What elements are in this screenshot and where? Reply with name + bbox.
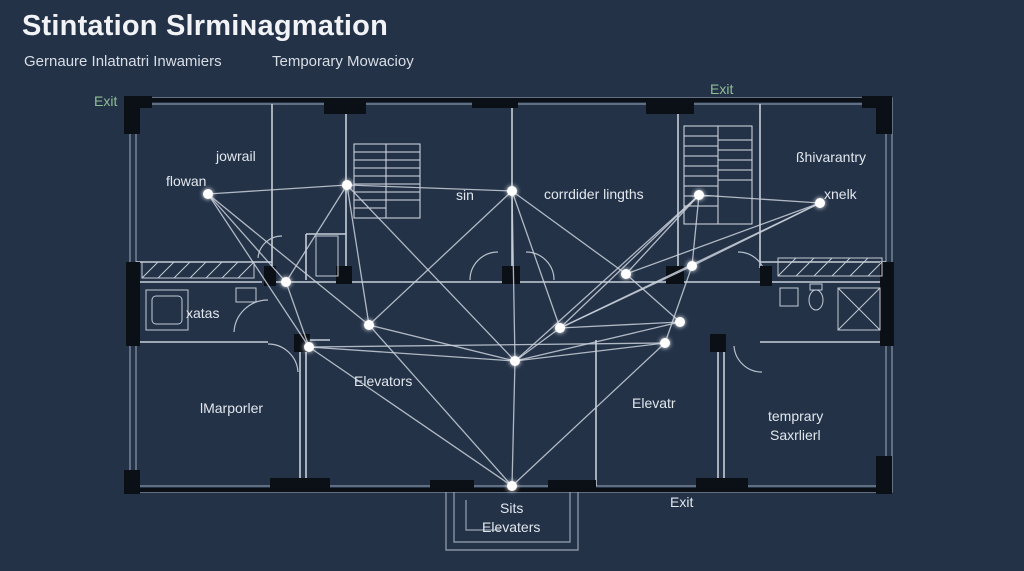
route-edge <box>346 184 513 192</box>
subtitle-left: Gernaure Inlatnatri Inwamiers <box>24 53 222 70</box>
route-edge <box>368 190 513 326</box>
route-edge <box>664 265 693 344</box>
route-edge <box>308 346 513 487</box>
room-label-flowan: flowan <box>166 173 206 189</box>
route-node <box>304 342 314 352</box>
route-edge <box>207 193 287 283</box>
room-label-temprary: temprary <box>768 408 823 424</box>
room-label-elevatr: Elevatr <box>632 395 676 411</box>
route-node <box>675 317 685 327</box>
route-edge <box>511 190 516 362</box>
exit-label-left: Exit <box>94 93 117 109</box>
room-label-elevaters: Elevaters <box>482 519 540 535</box>
route-edge <box>691 194 700 267</box>
stairs-right <box>683 125 753 225</box>
route-edge <box>625 273 681 323</box>
room-label-xnelk: xnelk <box>824 186 858 202</box>
route-edge <box>625 194 700 275</box>
route-edge <box>207 193 370 326</box>
route-node <box>687 261 697 271</box>
route-edge <box>559 265 693 329</box>
route-node <box>555 323 565 333</box>
route-edge <box>368 324 513 487</box>
route-edge <box>285 184 348 283</box>
route-node <box>507 186 517 196</box>
route-edge <box>285 281 310 348</box>
stairs-left <box>353 143 421 219</box>
route-node <box>815 198 825 208</box>
room-label-elevators: Elevators <box>354 373 412 389</box>
route-edge <box>511 190 627 275</box>
route-node <box>364 320 374 330</box>
bottom-stairwell <box>445 492 579 551</box>
route-edge <box>514 342 666 362</box>
exit-label-top: Exit <box>710 81 733 97</box>
room-label-marporler: lMarporler <box>200 400 263 416</box>
route-edge <box>308 346 516 362</box>
room-label-sits: Sits <box>500 500 523 516</box>
subtitle-right: Temporary Mowacioy <box>272 53 414 70</box>
route-edge <box>346 184 370 326</box>
room-label-corridor: corrdider lingths <box>544 186 644 202</box>
room-label-shivarantry: ßhivarantry <box>796 149 866 165</box>
room-label-jowrail: jowrail <box>215 148 256 164</box>
route-node <box>281 277 291 287</box>
route-edge <box>559 194 700 329</box>
wall-pillars <box>124 96 894 494</box>
route-node <box>510 356 520 366</box>
route-nodes <box>203 180 825 491</box>
route-edge <box>368 324 516 362</box>
route-edge <box>625 202 821 275</box>
exit-label-bottom: Exit <box>670 494 693 510</box>
route-node <box>660 338 670 348</box>
fixtures <box>141 235 883 331</box>
route-edge <box>207 193 310 348</box>
route-edge <box>511 360 516 487</box>
room-label-sin: sin <box>456 187 474 203</box>
route-edge <box>698 194 821 204</box>
route-node <box>203 189 213 199</box>
page-title: Stintation Slrmiɴagmation <box>22 10 389 42</box>
route-edge <box>346 184 516 362</box>
door-swings <box>233 235 767 373</box>
route-edge <box>511 342 666 487</box>
route-edge <box>514 194 700 362</box>
route-node <box>507 481 517 491</box>
room-label-saxrlierl: Saxrlierl <box>770 427 821 443</box>
route-edge <box>559 321 681 329</box>
route-edge <box>308 342 666 348</box>
room-label-xatas: xatas <box>186 305 219 321</box>
route-node <box>621 269 631 279</box>
route-edge <box>511 190 561 329</box>
route-edge <box>514 321 681 362</box>
route-edge <box>207 184 348 195</box>
route-node <box>694 190 704 200</box>
route-node <box>342 180 352 190</box>
